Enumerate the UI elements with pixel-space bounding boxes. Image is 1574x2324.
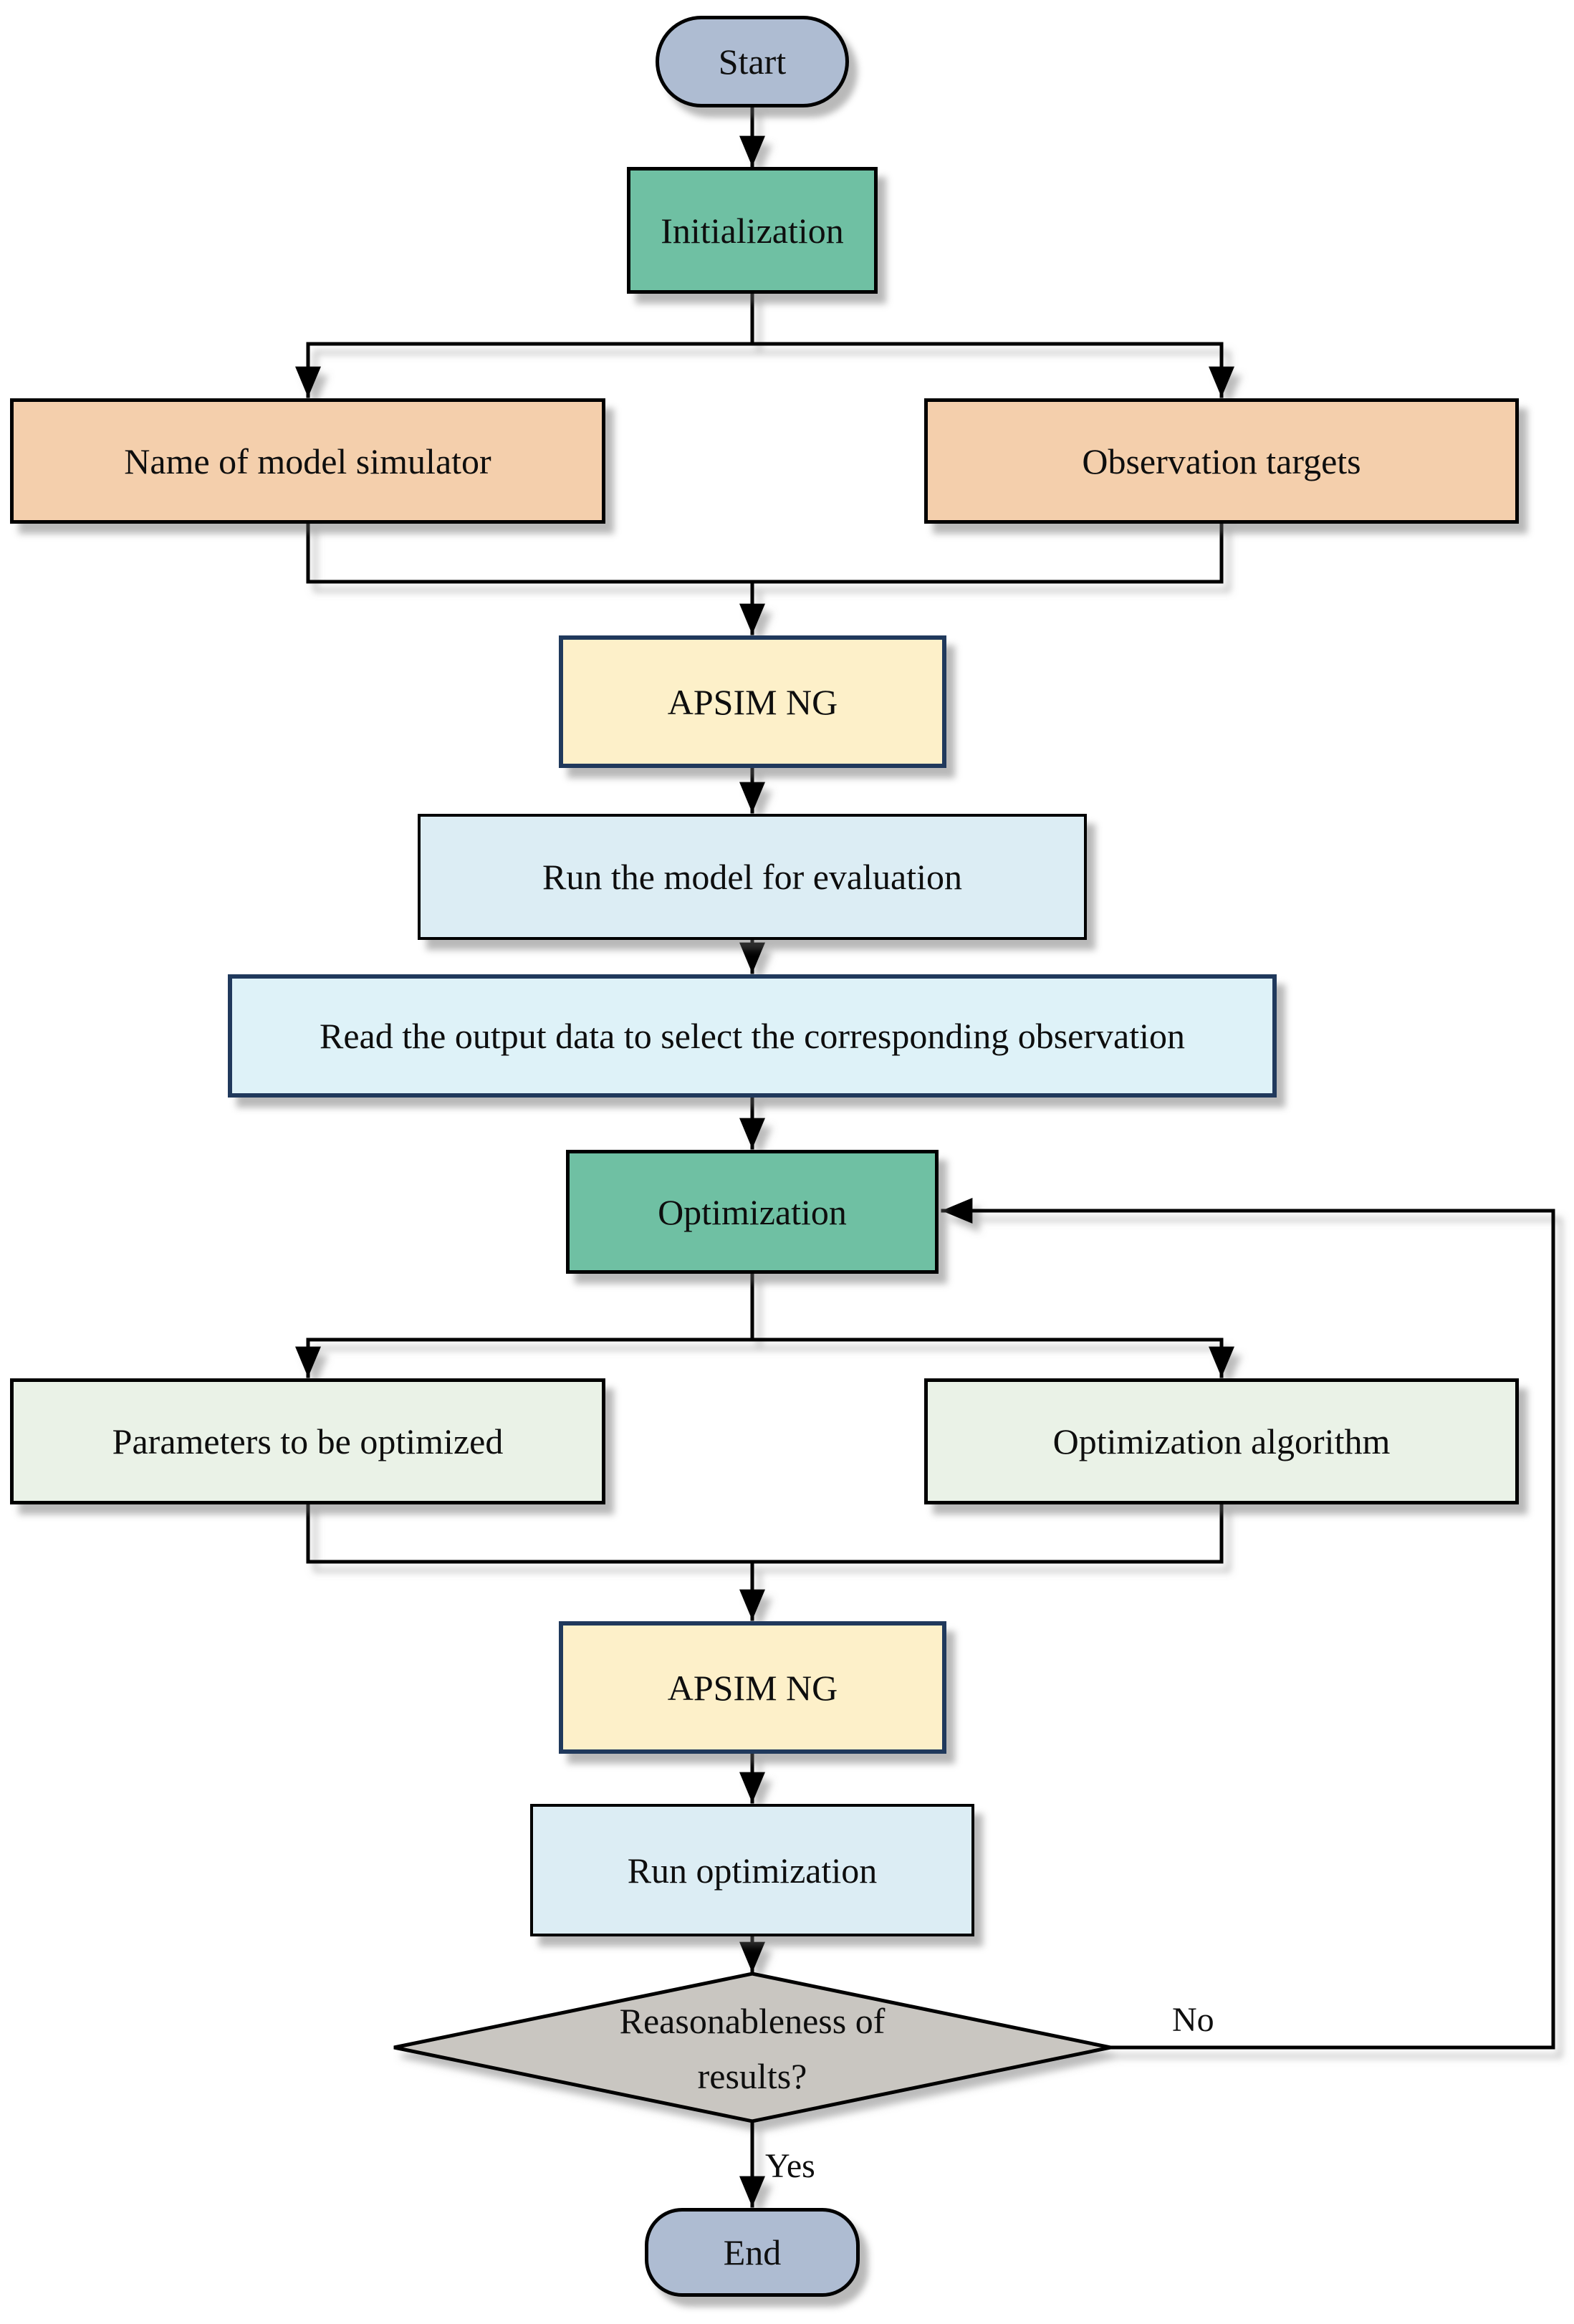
node-optimization: Optimization <box>566 1150 939 1274</box>
node-optimization-algorithm: Optimization algorithm <box>924 1378 1519 1504</box>
edge-label-yes: Yes <box>765 2147 815 2185</box>
node-parameters-to-be-optimized: Parameters to be optimized <box>10 1378 605 1504</box>
node-run-optimization-label: Run optimization <box>627 1850 878 1891</box>
node-apsim-ng-2: APSIM NG <box>559 1621 946 1754</box>
edge-label-no: No <box>1172 2001 1214 2039</box>
node-read-output-data-label: Read the output data to select the corre… <box>320 1016 1185 1056</box>
node-decision-reasonableness-label: Reasonableness of results? <box>619 2000 886 2097</box>
node-optimization-algorithm-label: Optimization algorithm <box>1052 1421 1391 1461</box>
edge-decision-no-loop-to-optimization <box>941 1198 1555 2050</box>
node-observation-targets: Observation targets <box>924 398 1519 524</box>
node-read-output-data: Read the output data to select the corre… <box>228 974 1277 1098</box>
node-end-label: End <box>723 2232 782 2272</box>
node-decision-reasonableness: Reasonableness of results? <box>566 1986 939 2112</box>
node-apsim-ng-2-label: APSIM NG <box>667 1667 838 1708</box>
node-name-of-model-simulator: Name of model simulator <box>10 398 605 524</box>
node-run-model-for-evaluation-label: Run the model for evaluation <box>542 857 962 897</box>
node-observation-targets-label: Observation targets <box>1082 441 1361 481</box>
node-name-of-model-simulator-label: Name of model simulator <box>124 441 491 481</box>
decision-diamond-shape <box>393 1972 1111 2123</box>
node-apsim-ng-1: APSIM NG <box>559 635 946 768</box>
node-run-optimization: Run optimization <box>530 1804 974 1936</box>
node-initialization-label: Initialization <box>661 210 844 251</box>
node-initialization: Initialization <box>627 167 878 294</box>
node-optimization-label: Optimization <box>658 1191 847 1232</box>
node-apsim-ng-1-label: APSIM NG <box>667 681 838 722</box>
node-run-model-for-evaluation: Run the model for evaluation <box>418 814 1087 940</box>
node-start: Start <box>656 16 849 107</box>
node-end: End <box>645 2208 860 2297</box>
node-parameters-to-be-optimized-label: Parameters to be optimized <box>112 1421 504 1461</box>
node-start-label: Start <box>718 42 787 82</box>
